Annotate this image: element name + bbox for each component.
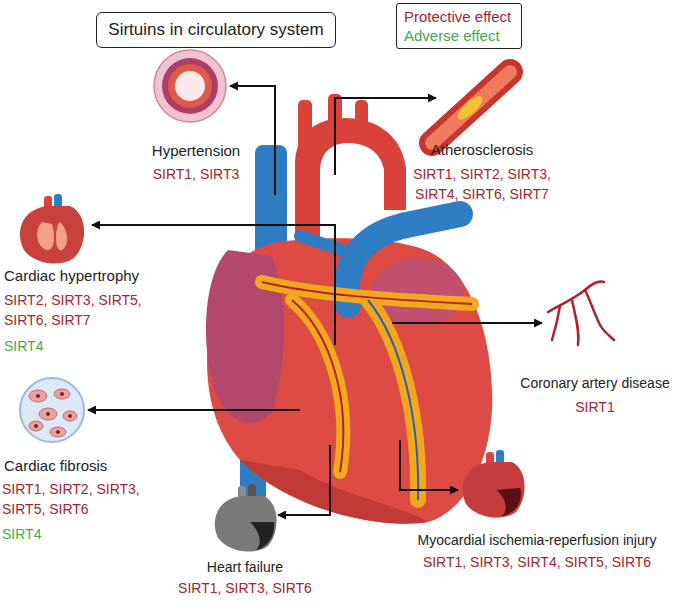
title-box: Sirtuins in circulatory system bbox=[96, 12, 336, 48]
legend-color-mark: Adverse effect bbox=[404, 26, 514, 45]
sirtuin-list: SIRT1, SIRT3 bbox=[136, 164, 256, 184]
sirtuin-list: SIRT4 bbox=[2, 524, 82, 544]
sirtuin-list: SIRT1, SIRT2, SIRT3, SIRT5, SIRT6 bbox=[2, 479, 167, 519]
disease-label: Cardiac hypertrophy bbox=[4, 266, 204, 286]
disease-label: Hypertension bbox=[136, 141, 256, 161]
disease-label: Coronary artery disease bbox=[508, 373, 682, 393]
legend-text: Protective effect bbox=[404, 7, 511, 26]
sirtuin-list: SIRT1 bbox=[545, 397, 645, 417]
title-text: Sirtuins in circulatory system bbox=[108, 13, 323, 46]
disease-label: Heart failure bbox=[165, 557, 325, 577]
sirtuin-list: SIRT1, SIRT3, SIRT4, SIRT5, SIRT6 bbox=[392, 552, 682, 572]
disease-label: Myocardial ischemia-reperfusion injury bbox=[392, 530, 682, 550]
disease-label: Cardiac fibrosis bbox=[4, 456, 164, 476]
legend-text: Adverse effect bbox=[404, 26, 500, 45]
sirtuin-list: SIRT1, SIRT2, SIRT3, SIRT4, SIRT6, SIRT7 bbox=[397, 164, 567, 204]
sirtuin-list: SIRT2, SIRT3, SIRT5, SIRT6, SIRT7 bbox=[4, 290, 169, 330]
sirtuin-list: SIRT1, SIRT3, SIRT6 bbox=[150, 578, 340, 598]
legend-box: Protective effectAdverse effect bbox=[396, 3, 522, 49]
sirtuin-list: SIRT4 bbox=[4, 336, 84, 356]
disease-label: Atherosclerosis bbox=[392, 140, 572, 160]
legend-color-mark: Protective effect bbox=[404, 7, 514, 26]
